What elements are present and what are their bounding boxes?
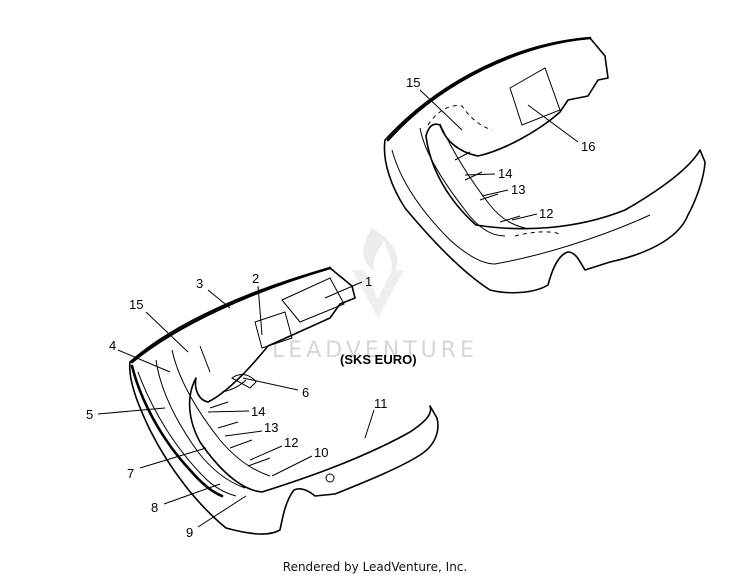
watermark: LEADVENTURE xyxy=(272,228,478,363)
variant-caption: (SKS EURO) xyxy=(340,352,417,367)
upper-hood-top-edge xyxy=(386,36,592,142)
callout-lower-1: 1 xyxy=(365,274,372,289)
lower-mounting-hole xyxy=(325,473,335,483)
callout-upper-16: 16 xyxy=(581,139,595,154)
callout-lower-10: 10 xyxy=(314,445,328,460)
callout-upper-12: 12 xyxy=(539,206,553,221)
callout-lower-12: 12 xyxy=(284,435,298,450)
lower-callouts: 1 2 3 15 4 6 5 14 13 12 10 11 7 8 9 xyxy=(86,271,388,540)
callout-upper-14: 14 xyxy=(498,166,512,181)
callout-lower-4: 4 xyxy=(109,338,116,353)
callout-lower-7: 7 xyxy=(127,466,134,481)
watermark-text: LEADVENTURE xyxy=(272,338,478,363)
callout-upper-13: 13 xyxy=(511,182,525,197)
lower-latch-6 xyxy=(231,374,257,389)
callout-lower-5: 5 xyxy=(86,407,93,422)
lower-hood-side-trim xyxy=(130,364,224,498)
footer-credit: Rendered by LeadVenture, Inc. xyxy=(282,560,468,574)
callout-lower-13: 13 xyxy=(264,420,278,435)
callout-lower-9: 9 xyxy=(186,525,193,540)
callout-lower-11: 11 xyxy=(374,396,388,411)
callout-lower-6: 6 xyxy=(302,385,309,400)
lower-hood-assembly xyxy=(128,266,439,535)
lower-decal-1 xyxy=(281,277,345,323)
upper-hood-body xyxy=(383,37,706,294)
upper-hood-assembly xyxy=(383,36,706,294)
callout-lower-14: 14 xyxy=(251,404,265,419)
callout-lower-3: 3 xyxy=(196,276,203,291)
callout-upper-15: 15 xyxy=(406,75,420,90)
lower-hood-top-edge xyxy=(130,266,332,364)
watermark-logo-icon xyxy=(352,228,404,318)
callout-lower-2: 2 xyxy=(252,271,259,286)
lower-decal-2 xyxy=(254,311,293,349)
upper-decal-16 xyxy=(509,67,561,126)
upper-callouts: 15 16 14 13 12 xyxy=(406,75,595,221)
callout-lower-8: 8 xyxy=(151,500,158,515)
lower-hood-body xyxy=(128,267,439,535)
callout-lower-15: 15 xyxy=(129,297,143,312)
